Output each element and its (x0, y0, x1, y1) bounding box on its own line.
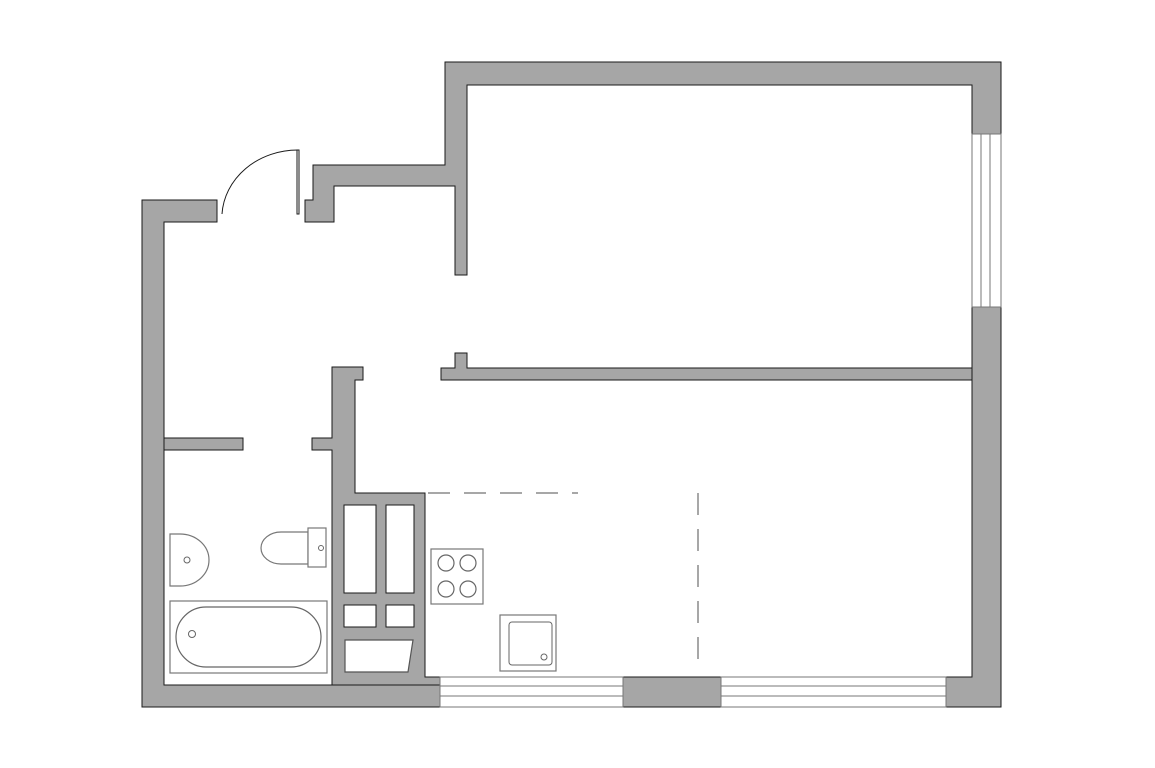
stove-icon (430, 548, 484, 605)
wall-partition-bedroom (440, 352, 973, 381)
wall-right-lower (945, 306, 1002, 708)
cabinet-icon (343, 504, 415, 673)
wall-entrance-right (304, 61, 1002, 276)
window-icon (720, 676, 947, 708)
wall-bathroom-stub (163, 437, 244, 451)
window-icon (439, 676, 624, 708)
wall-left-outer (141, 199, 441, 708)
wall-pier-bottom (622, 676, 722, 708)
bathtub-icon (169, 600, 328, 674)
window-icon (971, 133, 1002, 308)
washbasin-icon (169, 533, 210, 587)
toilet-icon (260, 527, 327, 568)
door-icon (221, 149, 300, 215)
zone-divider (428, 492, 699, 670)
sink-icon (499, 614, 557, 672)
